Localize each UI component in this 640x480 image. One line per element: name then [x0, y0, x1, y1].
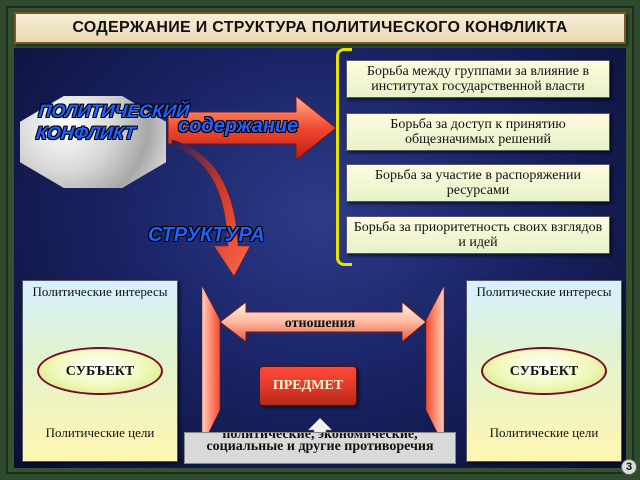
right-side-arrow [425, 285, 445, 447]
left-subject-panel: Политические интересы СУБЪЕКТ Политическ… [22, 280, 178, 462]
contradictions-text: политические, экономические, социальные … [206, 432, 434, 454]
content-item-resources: Борьба за участие в распоряжении ресурса… [346, 164, 610, 202]
political-conflict-line1: ПОЛИТИЧЕСКИЙ [37, 101, 191, 121]
page-number: 3 [621, 459, 637, 475]
left-interests: Политические интересы [32, 284, 168, 299]
contradictions-box: политические, экономические, социальные … [184, 432, 456, 464]
slide-title: СОДЕРЖАНИЕ И СТРУКТУРА ПОЛИТИЧЕСКОГО КОН… [14, 12, 626, 44]
left-goals: Политические цели [45, 425, 155, 440]
content-arrow [167, 94, 337, 162]
structure-arrow [171, 139, 251, 277]
right-subject-panel: Политические интересы СУБЪЕКТ Политическ… [466, 280, 622, 462]
content-item-influence: Борьба между группами за влияние в инсти… [346, 60, 610, 98]
left-subject: СУБЪЕКТ [37, 347, 163, 395]
object-box: ПРЕДМЕТ [259, 366, 357, 406]
left-side-arrow [201, 285, 221, 447]
political-conflict-line2: КОНФЛИКТ [35, 123, 137, 143]
right-goals: Политические цели [489, 425, 599, 440]
right-interests: Политические интересы [476, 284, 612, 299]
relations-label: отношения [284, 316, 356, 331]
right-subject: СУБЪЕКТ [481, 347, 607, 395]
content-label: содержание [178, 115, 299, 137]
political-conflict-label: ПОЛИТИЧЕСКИЙ КОНФЛИКТ [32, 100, 191, 170]
content-item-decisions: Борьба за доступ к принятию общезначимых… [346, 113, 610, 151]
political-conflict-octagon [20, 96, 166, 188]
relations-arrow [219, 300, 427, 344]
content-brace [336, 48, 352, 266]
structure-label: СТРУКТУРА [148, 224, 265, 246]
content-item-ideas: Борьба за приоритетность своих взглядов … [346, 216, 610, 254]
